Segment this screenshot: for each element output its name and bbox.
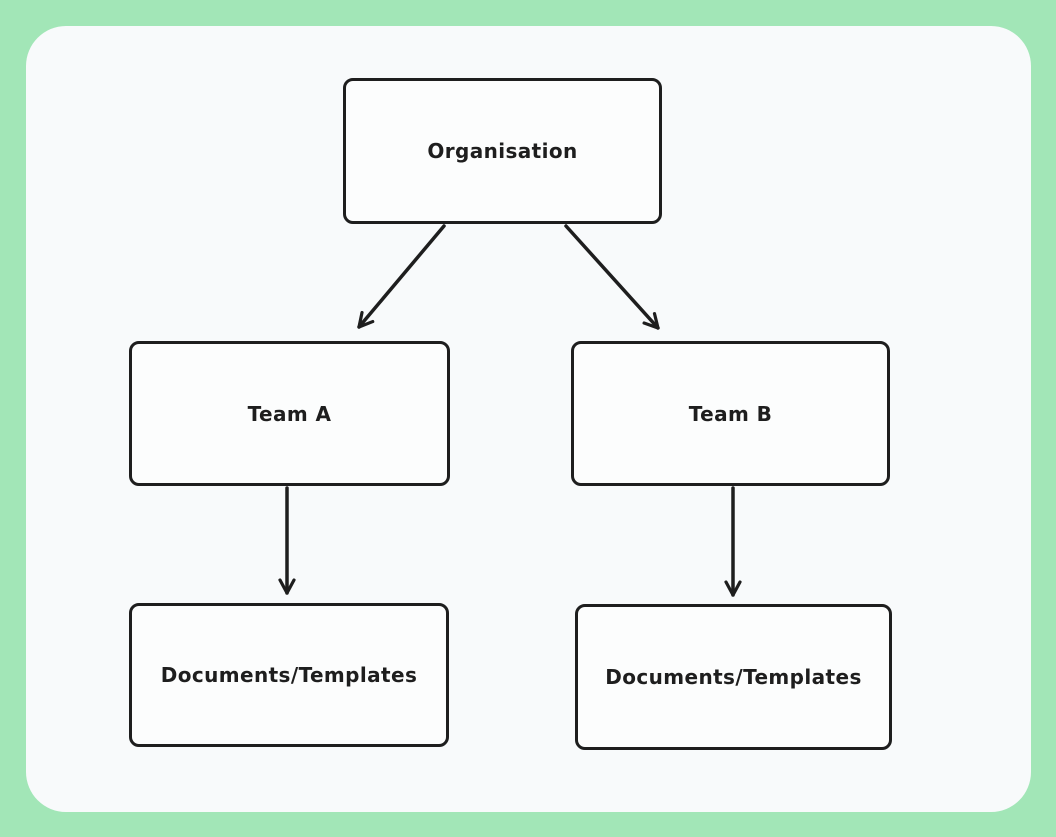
node-label-team-b: Team B xyxy=(688,401,773,426)
diagram-node-organisation: Organisation xyxy=(343,78,662,224)
diagram-node-team-a: Team A xyxy=(129,341,450,486)
node-label-documents-templates-a: Documents/Templates xyxy=(160,663,418,687)
diagram-node-documents-templates-a: Documents/Templates xyxy=(129,603,449,747)
diagram-node-documents-templates-b: Documents/Templates xyxy=(575,604,892,750)
node-label-team-a: Team A xyxy=(247,401,332,426)
node-label-documents-templates-b: Documents/Templates xyxy=(605,665,862,689)
diagram-node-team-b: Team B xyxy=(571,341,890,486)
node-label-organisation: Organisation xyxy=(427,139,578,163)
